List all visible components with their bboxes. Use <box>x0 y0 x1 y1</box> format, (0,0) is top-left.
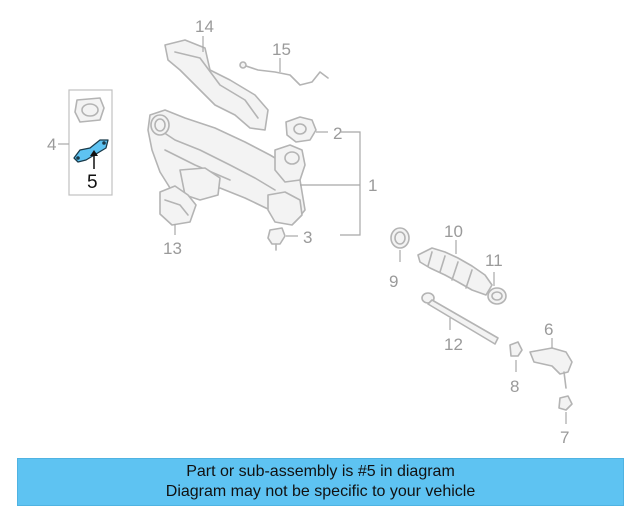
callout-9: 12 <box>444 335 463 354</box>
callout-13: 13 <box>163 239 182 258</box>
callout-10: 10 <box>444 222 463 241</box>
callout-6: 6 <box>544 320 553 339</box>
banner-line-2: Diagram may not be specific to your vehi… <box>165 483 476 500</box>
part-9-inner-tie-rod[interactable] <box>421 292 499 345</box>
part-5-clamp-highlighted[interactable] <box>73 139 109 163</box>
part-4-group-box <box>68 89 113 196</box>
callout-11: 11 <box>485 251 503 270</box>
part-8-nut[interactable] <box>509 341 523 357</box>
part-1-steering-rack[interactable] <box>147 109 306 226</box>
part-15-wire-harness[interactable] <box>239 61 329 86</box>
part-10-boot[interactable] <box>417 247 493 296</box>
callout-3: 3 <box>303 228 312 247</box>
part-4-bushing[interactable] <box>74 97 105 123</box>
parts-diagram: 14 15 4 5 1 2 <box>47 17 573 447</box>
part-3-bolt[interactable] <box>267 227 286 251</box>
banner-line-1: Part or sub-assembly is #5 in diagram <box>186 463 455 480</box>
callout-2: 2 <box>333 124 342 143</box>
info-banner: Part or sub-assembly is #5 in diagram Di… <box>17 458 624 506</box>
callout-15: 15 <box>272 40 291 59</box>
part-2-mount-bushing[interactable] <box>285 116 317 143</box>
callout-8: 8 <box>510 377 519 396</box>
part-12-clamp[interactable] <box>390 227 410 249</box>
part-13-bracket[interactable] <box>159 185 197 226</box>
callout-7: 7 <box>560 428 569 447</box>
part-7-nut[interactable] <box>558 395 573 411</box>
callout-5: 5 <box>87 172 98 193</box>
callout-4: 4 <box>47 135 56 154</box>
part-11-clamp[interactable] <box>487 287 507 305</box>
callout-14: 14 <box>195 17 214 36</box>
callout-1: 1 <box>368 176 377 195</box>
part-14-heat-shield[interactable] <box>164 39 269 131</box>
callout-12: 9 <box>389 272 398 291</box>
part-6-tie-rod-end[interactable] <box>529 347 573 389</box>
